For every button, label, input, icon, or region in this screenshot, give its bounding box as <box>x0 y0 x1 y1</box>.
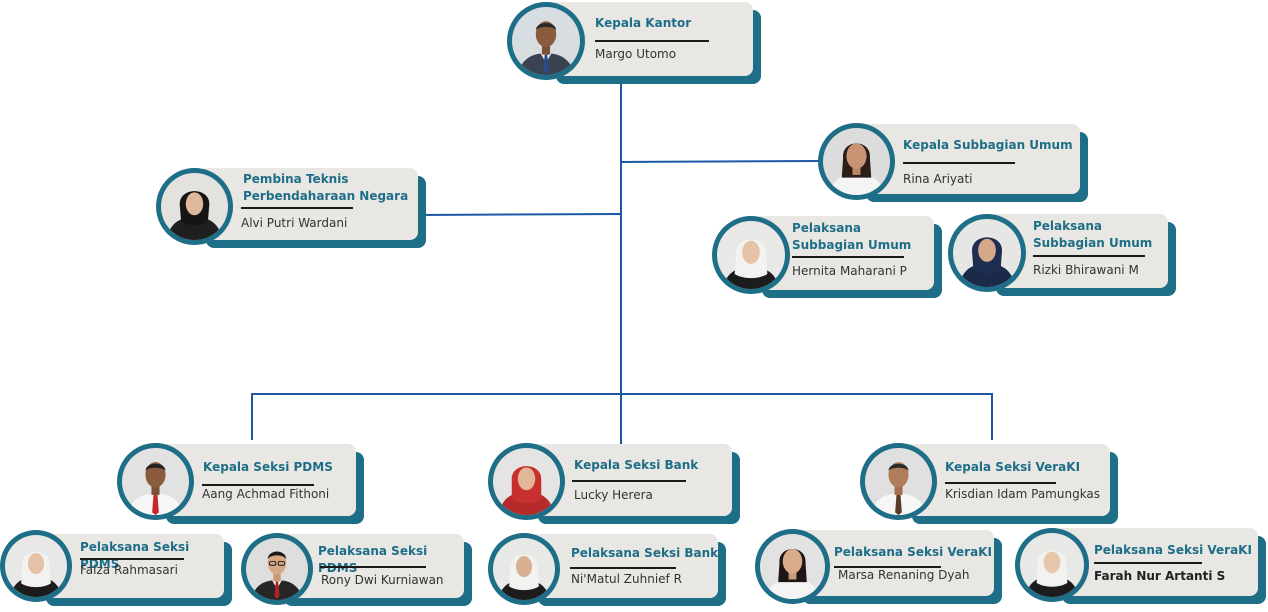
node-role: Kepala Seksi Bank <box>574 458 699 472</box>
node-name: Lucky Herera <box>574 488 653 502</box>
node-name: Marsa Renaning Dyah <box>838 568 970 582</box>
node-divider <box>1033 255 1145 257</box>
avatar <box>755 529 830 604</box>
node-divider <box>241 207 353 209</box>
male-white-shirt-red-tie-avatar-icon <box>122 448 189 515</box>
node-name: Aang Achmad Fithoni <box>202 487 330 501</box>
avatar <box>1015 528 1089 602</box>
node-divider <box>903 162 1015 164</box>
node-role: Kepala Subbagian Umum <box>903 138 1073 152</box>
org-node-pelaksana-seksi-bank: Pelaksana Seksi Bank Ni'Matul Zuhnief R <box>530 534 726 606</box>
female-hijab-black-avatar-icon <box>161 173 228 240</box>
node-divider <box>570 567 676 569</box>
node-name: Rony Dwi Kurniawan <box>321 573 444 587</box>
male-suit-glasses-avatar-icon <box>246 538 308 600</box>
node-name: Krisdian Idam Pamungkas <box>945 487 1101 501</box>
avatar <box>488 443 565 520</box>
node-divider <box>834 566 941 568</box>
female-hijab-white-avatar-icon <box>1020 533 1084 597</box>
node-divider <box>595 40 709 42</box>
avatar <box>0 530 72 602</box>
node-divider <box>945 482 1056 484</box>
female-hijab-white-avatar-icon <box>5 535 67 597</box>
node-role: Pelaksana Seksi Bank <box>571 546 719 560</box>
avatar <box>818 123 895 200</box>
node-divider <box>792 256 904 258</box>
connector-subbagian-umum <box>620 160 821 163</box>
avatar <box>948 214 1026 292</box>
node-name: Margo Utomo <box>595 47 677 61</box>
node-name: Hernita Maharani P <box>792 264 907 278</box>
male-white-shirt-avatar-icon <box>865 448 932 515</box>
node-name: Faiza Rahmasari <box>80 563 178 577</box>
female-hijab-navy-avatar-icon <box>953 219 1021 287</box>
org-node-kepala-subbagian-umum: Kepala Subbagian Umum Rina Ariyati <box>858 124 1088 202</box>
node-divider <box>80 558 184 560</box>
node-role: Pembina Teknis Perbendaharaan Negara <box>243 172 409 203</box>
node-divider <box>202 484 314 486</box>
node-role: Pelaksana Subbagian Umum <box>1033 219 1153 250</box>
female-hijab-white-avatar-icon <box>493 538 555 600</box>
female-hijab-white-avatar-icon <box>717 221 785 289</box>
node-divider <box>1094 562 1202 564</box>
avatar <box>117 443 194 520</box>
avatar <box>488 533 560 605</box>
avatar <box>712 216 790 294</box>
node-role: Pelaksana Seksi PDMS <box>80 540 190 571</box>
node-name: Rizki Bhirawani M <box>1033 263 1139 277</box>
org-node-pelaksana-seksi-veraki-1: Pelaksana Seksi VeraKI Marsa Renaning Dy… <box>794 530 1002 604</box>
node-role: Kepala Seksi PDMS <box>203 460 333 474</box>
female-hijab-red-avatar-icon <box>493 448 560 515</box>
node-role: Pelaksana Seksi PDMS <box>318 544 428 575</box>
node-role: Pelaksana Seksi VeraKI <box>834 545 992 559</box>
avatar <box>241 533 313 605</box>
node-divider <box>572 480 686 482</box>
org-node-kepala-kantor: Kepala Kantor Margo Utomo <box>548 2 761 84</box>
avatar <box>156 168 233 245</box>
male-suit-avatar-icon <box>512 7 580 75</box>
node-role: Kepala Seksi VeraKI <box>945 460 1081 474</box>
node-role: Pelaksana Seksi VeraKI <box>1094 543 1252 557</box>
org-node-pembina-teknis: Pembina Teknis Perbendaharaan Negara Alv… <box>198 168 426 248</box>
avatar <box>860 443 937 520</box>
female-white-blouse-avatar-icon <box>760 534 825 599</box>
connector-seksi-bar <box>251 393 993 440</box>
node-role: Kepala Kantor <box>595 16 692 30</box>
node-name: Rina Ariyati <box>903 172 973 186</box>
female-white-blouse-avatar-icon <box>823 128 890 195</box>
node-role: Pelaksana Subbagian Umum <box>792 221 912 252</box>
org-node-pelaksana-seksi-pdms-1: Pelaksana Seksi PDMS Faiza Rahmasari <box>38 534 232 606</box>
avatar <box>507 2 585 80</box>
node-name: Ni'Matul Zuhnief R <box>571 572 682 586</box>
node-name: Farah Nur Artanti S <box>1094 569 1226 583</box>
connector-pembina-teknis <box>417 213 622 216</box>
org-node-kepala-seksi-veraki: Kepala Seksi VeraKI Krisdian Idam Pamung… <box>904 444 1118 524</box>
node-divider <box>320 566 426 568</box>
org-node-pelaksana-seksi-veraki-2: Pelaksana Seksi VeraKI Farah Nur Artanti… <box>1054 528 1266 604</box>
node-name: Alvi Putri Wardani <box>241 216 348 230</box>
